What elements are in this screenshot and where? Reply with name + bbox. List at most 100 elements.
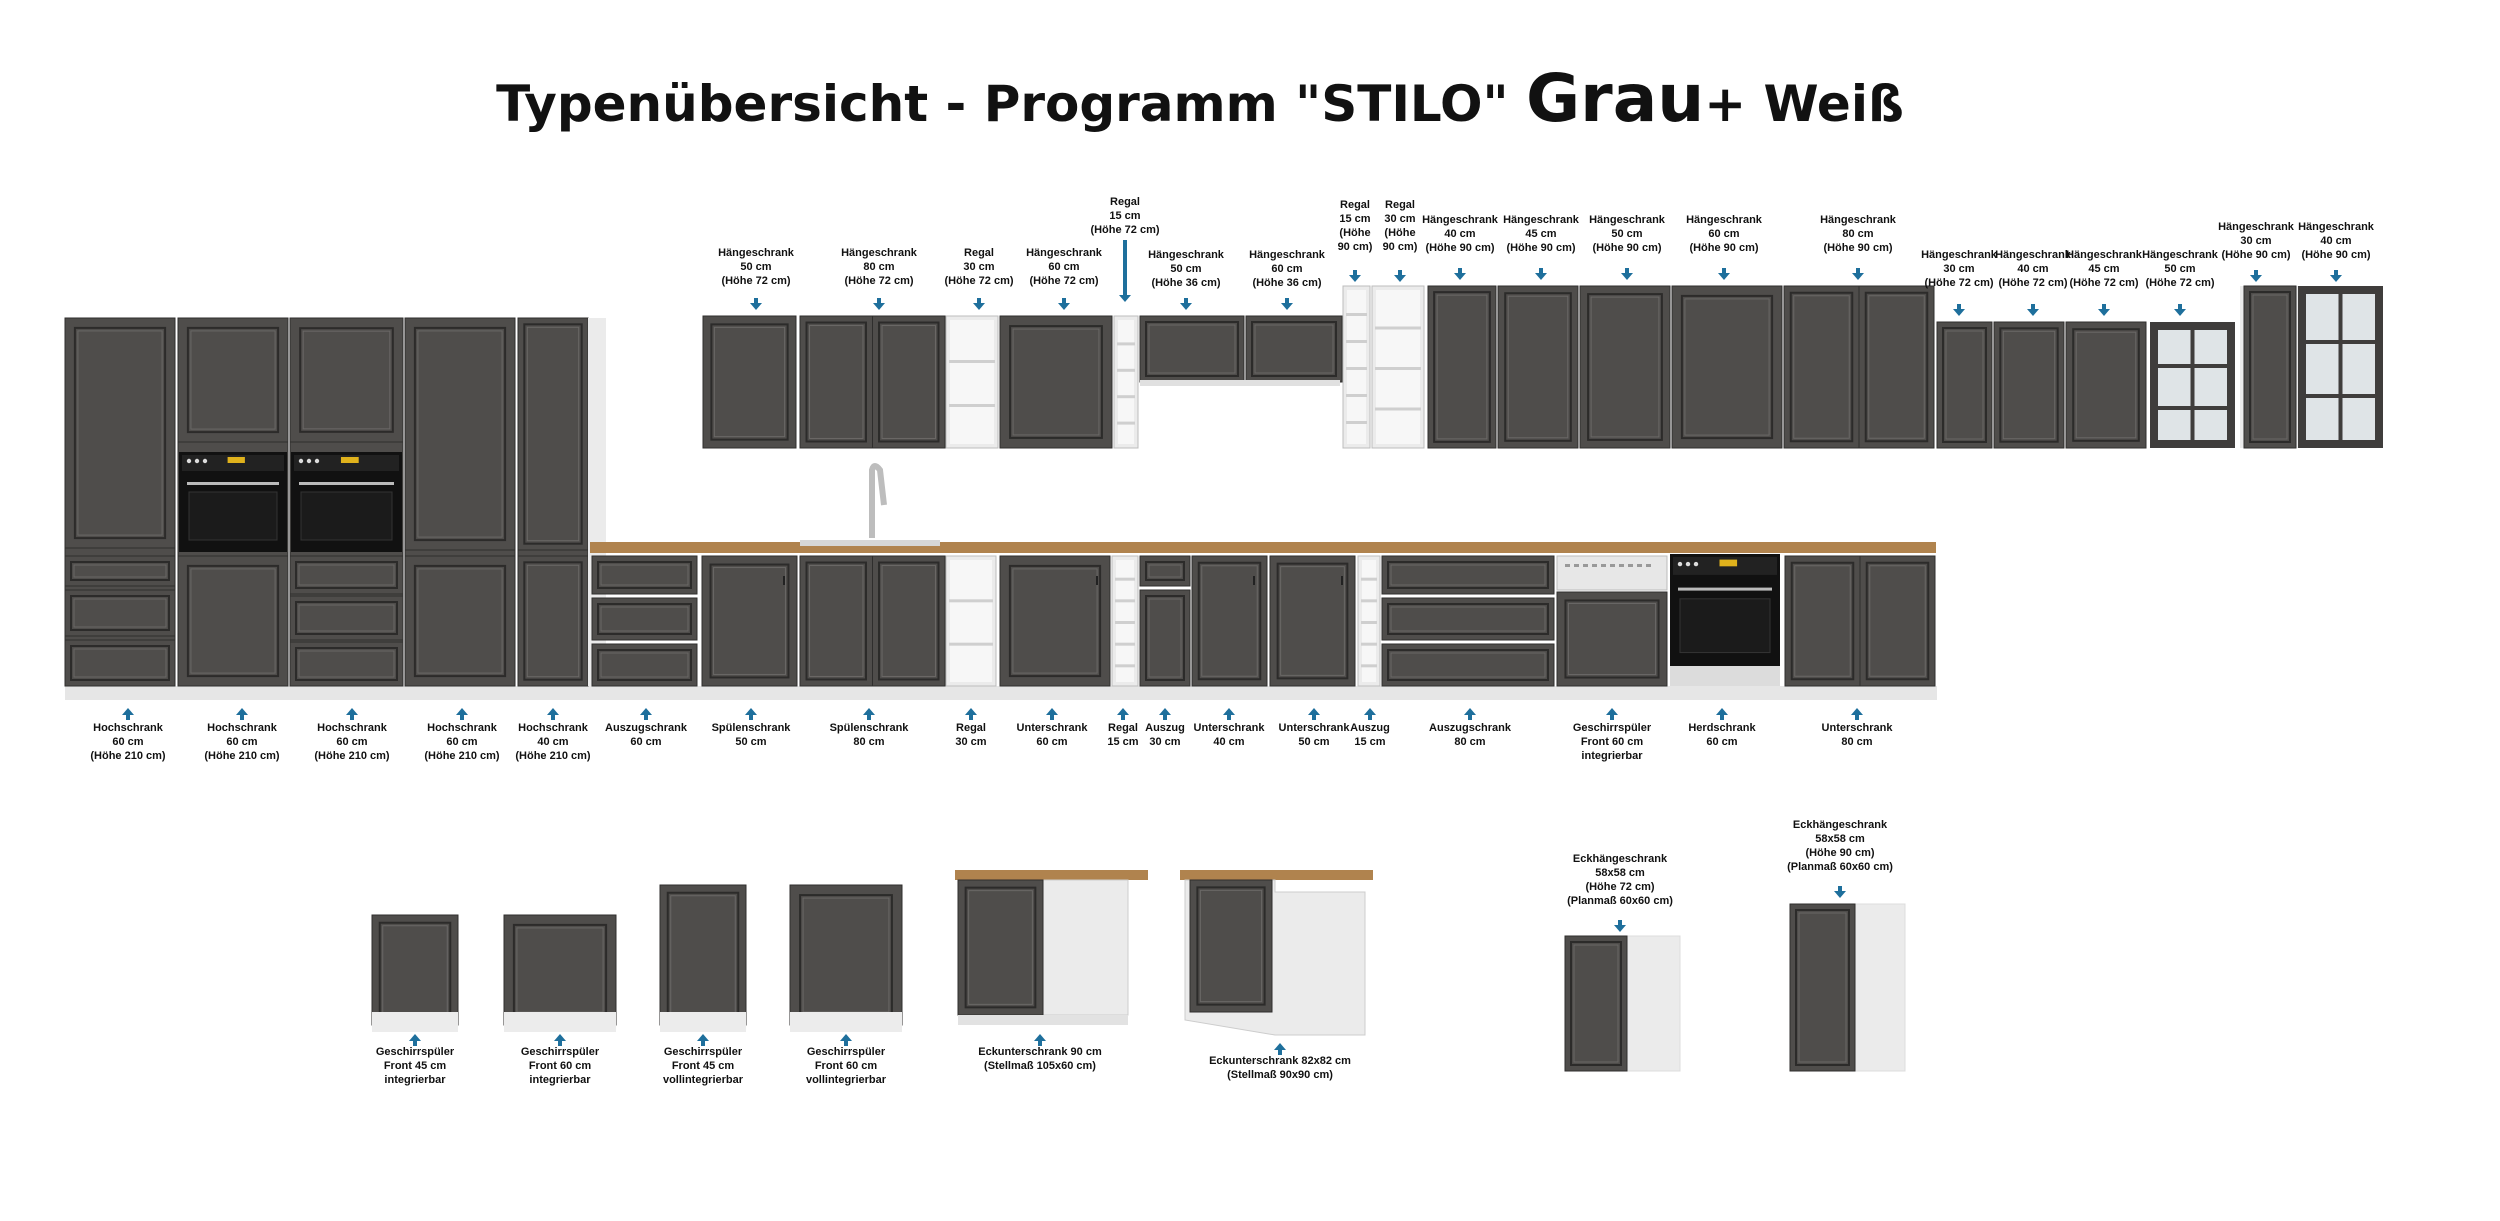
label-line: (Höhe 72 cm) <box>1090 224 1159 236</box>
shelf-board <box>1346 421 1367 424</box>
label-line: Hängeschrank <box>1820 214 1897 226</box>
door-panel-inner <box>1280 566 1345 676</box>
cabinet-door <box>957 879 1044 1016</box>
label-line: Hängeschrank <box>1249 249 1326 261</box>
arrow-up <box>1159 708 1171 720</box>
arrow-down <box>1621 268 1633 280</box>
label-line: 15 cm <box>1109 210 1140 222</box>
cabinet-door <box>289 595 404 641</box>
door-panel-inner <box>881 565 936 677</box>
label-line: Spülenschrank <box>830 722 910 734</box>
cabinet-door <box>702 315 797 449</box>
door-panel-inner <box>600 652 689 678</box>
cabinet-door <box>1269 555 1356 687</box>
shelf-board <box>949 360 995 363</box>
label-line: Auszugschrank <box>605 722 688 734</box>
oven-knob <box>298 458 304 464</box>
door-panel <box>1197 561 1262 681</box>
label-line: Geschirrspüler <box>1573 722 1652 734</box>
glass-bar-h <box>2306 394 2375 398</box>
label-line: (Höhe 210 cm) <box>515 750 591 762</box>
arrow-up <box>1716 708 1728 720</box>
label-line: (Höhe 90 cm) <box>1823 242 1892 254</box>
label-line: 60 cm <box>1048 261 1079 273</box>
door-panel-inner <box>190 330 276 430</box>
dishwasher-base <box>504 1012 616 1032</box>
oven-knob <box>186 458 192 464</box>
shelf-board <box>1117 395 1135 399</box>
arrow-down <box>873 298 885 310</box>
arrow-down <box>1535 268 1547 280</box>
glass-bar-h <box>2306 340 2375 344</box>
label-line: 60 cm <box>226 736 257 748</box>
arrow-up <box>1117 708 1129 720</box>
label-line: Geschirrspüler <box>376 1046 455 1058</box>
label-line: Unterschrank <box>1194 722 1266 734</box>
door-panel <box>1387 603 1549 635</box>
door-panel <box>878 321 940 443</box>
arrow-down <box>2174 304 2186 316</box>
door-panel <box>597 561 692 589</box>
shelf-board <box>1115 642 1135 646</box>
oven-knob <box>194 458 200 464</box>
arrow-up <box>1308 708 1320 720</box>
dishwasher-button <box>1619 564 1624 567</box>
label-line: Eckhängeschrank <box>1573 853 1668 865</box>
oven-knob <box>306 458 312 464</box>
label-line: 60 cm <box>630 736 661 748</box>
door-panel-inner <box>1869 565 1926 677</box>
door-panel <box>295 647 398 681</box>
door-panel-inner <box>1590 296 1660 438</box>
arrow-down <box>973 298 985 310</box>
label-line: Regal <box>1385 199 1415 211</box>
shelf-board <box>1361 642 1377 646</box>
label-line: Regal <box>1110 196 1140 208</box>
door-panel <box>295 601 398 635</box>
door-panel <box>964 886 1037 1009</box>
cabinet-door <box>177 317 289 443</box>
label-line: Hängeschrank <box>1995 249 2072 261</box>
shelf-board <box>949 599 993 603</box>
cabinet-door <box>659 884 747 1026</box>
label-line: Front 60 cm <box>815 1060 878 1072</box>
arrow-down <box>1119 290 1131 302</box>
dishwasher-button <box>1628 564 1633 567</box>
arrow-up <box>840 1034 852 1046</box>
label-line: 40 cm <box>1213 736 1244 748</box>
shelf-board <box>1115 577 1135 581</box>
door-panel-inner <box>1684 298 1770 436</box>
door-panel-inner <box>713 326 786 438</box>
door-panel-inner <box>1148 324 1236 374</box>
label-line: (Höhe 36 cm) <box>1252 277 1321 289</box>
door-panel <box>70 645 170 681</box>
cabinet-door <box>1191 555 1268 687</box>
label-line: Regal <box>1108 722 1138 734</box>
dishwasher-panel <box>1556 555 1668 591</box>
cabinet-door <box>1139 315 1245 383</box>
cabinet-door <box>872 555 946 687</box>
title-accent: Grau <box>1525 60 1705 137</box>
cabinet-door <box>1993 321 2065 449</box>
cabinet-door <box>2065 321 2147 449</box>
label-line: (Höhe 72 cm) <box>2145 277 2214 289</box>
cabinet-door <box>177 555 289 687</box>
shelf-board <box>1346 313 1367 316</box>
arrow-down <box>1852 268 1864 280</box>
sink <box>800 540 940 546</box>
door-panel-inner <box>1507 295 1569 439</box>
label-line: Geschirrspüler <box>521 1046 600 1058</box>
door-panel-inner <box>713 567 786 675</box>
label-line: 80 cm <box>1841 736 1872 748</box>
handle <box>1096 576 1098 585</box>
label-line: 40 cm <box>1444 228 1475 240</box>
door-panel <box>1942 327 1987 443</box>
